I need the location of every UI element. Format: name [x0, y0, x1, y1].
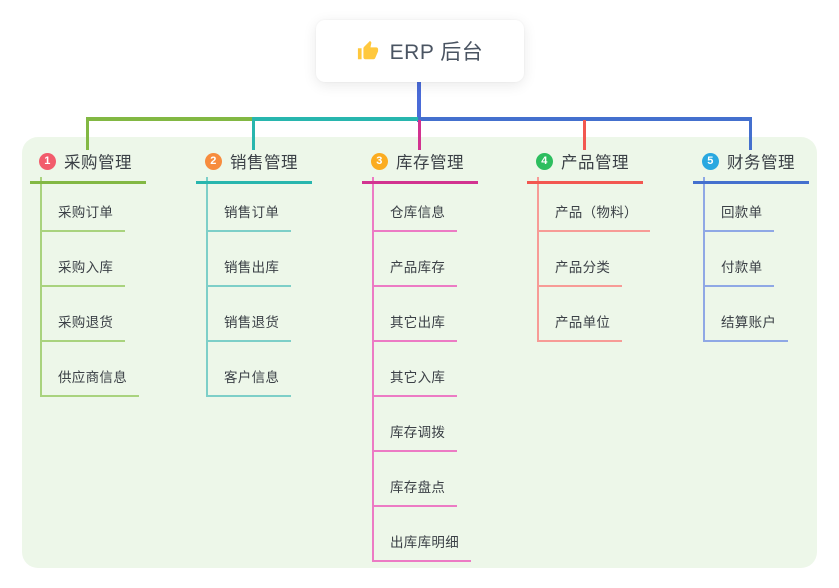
- branch-number-badge: 3: [371, 152, 388, 170]
- branch-label: 产品管理: [561, 154, 629, 172]
- branch-node[interactable]: 5 财务管理: [693, 149, 809, 184]
- child-node[interactable]: 回款单: [703, 201, 775, 232]
- child-node[interactable]: 出库库明细: [372, 531, 471, 562]
- branch-drop-connector: [583, 120, 586, 150]
- child-node[interactable]: 销售出库: [206, 256, 292, 287]
- child-node[interactable]: 销售退货: [206, 311, 292, 342]
- child-node[interactable]: 产品分类: [537, 256, 623, 287]
- root-node[interactable]: ERP 后台: [316, 20, 524, 82]
- branch-drop-connector: [252, 120, 255, 150]
- child-node[interactable]: 结算账户: [703, 311, 789, 342]
- child-node[interactable]: 其它入库: [372, 366, 458, 397]
- branch-number-badge: 2: [205, 152, 222, 170]
- bus-connector-segment: [252, 117, 418, 121]
- root-connector-line: [417, 82, 421, 122]
- child-node[interactable]: 其它出库: [372, 311, 458, 342]
- branch-children-connector: [537, 177, 539, 341]
- child-node[interactable]: 库存调拨: [372, 421, 458, 452]
- branch-node[interactable]: 4 产品管理: [527, 149, 643, 184]
- branch-number-badge: 5: [702, 152, 719, 170]
- branch-children-connector: [703, 177, 705, 341]
- branch-label: 销售管理: [230, 154, 298, 172]
- bus-connector-segment: [418, 117, 752, 121]
- root-label: ERP 后台: [389, 41, 484, 64]
- branch-node[interactable]: 2 销售管理: [196, 149, 312, 184]
- child-node[interactable]: 供应商信息: [40, 366, 139, 397]
- bus-connector-segment: [86, 117, 252, 121]
- child-node[interactable]: 付款单: [703, 256, 775, 287]
- branch-children-connector: [372, 177, 374, 561]
- branch-node[interactable]: 1 采购管理: [30, 149, 146, 184]
- branch-label: 财务管理: [727, 154, 795, 172]
- child-node[interactable]: 客户信息: [206, 366, 292, 397]
- child-node[interactable]: 产品单位: [537, 311, 623, 342]
- child-node[interactable]: 产品（物料）: [537, 201, 650, 232]
- branch-label: 库存管理: [396, 154, 464, 172]
- child-node[interactable]: 采购入库: [40, 256, 126, 287]
- child-node[interactable]: 产品库存: [372, 256, 458, 287]
- branch-drop-connector: [418, 120, 421, 150]
- child-node[interactable]: 库存盘点: [372, 476, 458, 507]
- branches-panel: [22, 137, 817, 568]
- child-node[interactable]: 采购退货: [40, 311, 126, 342]
- branch-node[interactable]: 3 库存管理: [362, 149, 478, 184]
- child-node[interactable]: 采购订单: [40, 201, 126, 232]
- child-node[interactable]: 仓库信息: [372, 201, 458, 232]
- branch-number-badge: 4: [536, 152, 553, 170]
- branch-label: 采购管理: [64, 154, 132, 172]
- child-node[interactable]: 销售订单: [206, 201, 292, 232]
- thumbs-up-icon: [357, 40, 379, 62]
- branch-drop-connector: [86, 120, 89, 150]
- branch-number-badge: 1: [39, 152, 56, 170]
- branch-drop-connector: [749, 120, 752, 150]
